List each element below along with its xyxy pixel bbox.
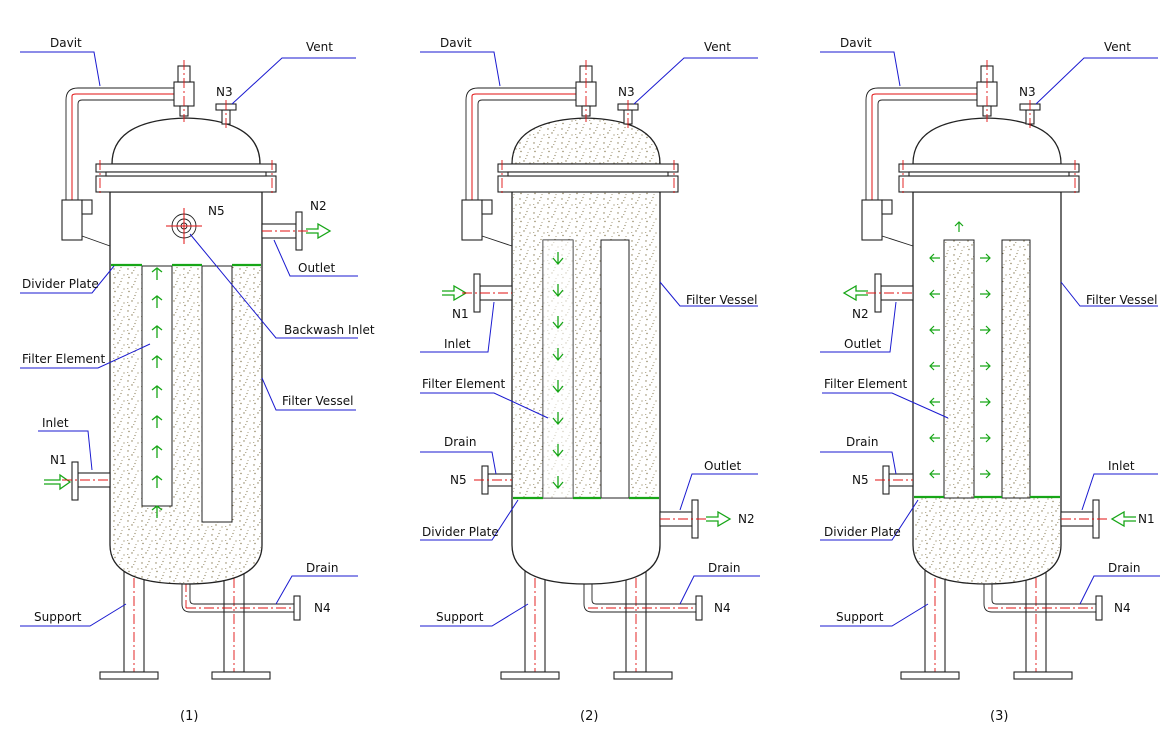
vent-n3 — [215, 100, 237, 128]
label-inlet: Inlet — [444, 337, 471, 351]
flow-arrows — [929, 221, 991, 479]
caption-panel-1: (1) — [180, 709, 198, 724]
label-support: Support — [436, 610, 484, 624]
label-outlet: Outlet — [844, 337, 881, 351]
label-n5: N5 — [208, 204, 225, 218]
label-n1: N1 — [1138, 512, 1155, 526]
inlet-nozzle-n1 — [1060, 499, 1108, 539]
outlet-nozzle-n2 — [261, 211, 310, 251]
panel-2: Davit Vent N3 Filter Vessel N1 Inlet Fil… — [420, 36, 760, 724]
drain-nozzle-n5 — [875, 465, 914, 495]
label-divider-plate: Divider Plate — [824, 525, 901, 539]
label-inlet: Inlet — [1108, 459, 1135, 473]
filter-media — [914, 498, 1060, 583]
leader-lines — [420, 51, 760, 627]
vent-n3 — [1019, 100, 1041, 128]
filter-media — [111, 266, 261, 583]
label-n1: N1 — [50, 453, 67, 467]
outlet-arrow — [306, 222, 332, 240]
drain-pipe-n4 — [583, 584, 703, 621]
outlet-arrow — [706, 510, 732, 528]
label-davit: Davit — [840, 36, 872, 50]
label-vent: Vent — [704, 40, 731, 54]
leader-lines — [820, 51, 1160, 627]
label-divider-plate: Divider Plate — [22, 277, 99, 291]
drain-nozzle-n5 — [474, 465, 513, 495]
label-drain: Drain — [1108, 561, 1140, 575]
label-n2: N2 — [738, 512, 755, 526]
label-davit: Davit — [50, 36, 82, 50]
panel-3: Davit Vent N3 Filter Vessel N2 Outlet Fi… — [820, 36, 1160, 724]
vessel-head — [912, 117, 1062, 165]
label-filter-element: Filter Element — [22, 352, 106, 366]
label-support: Support — [836, 610, 884, 624]
label-outlet: Outlet — [298, 261, 335, 275]
inlet-arrow — [1110, 510, 1136, 528]
label-n5: N5 — [852, 473, 869, 487]
label-n4: N4 — [1114, 601, 1131, 615]
label-n2: N2 — [310, 199, 327, 213]
label-divider-plate: Divider Plate — [422, 525, 499, 539]
caption-panel-2: (2) — [580, 709, 598, 724]
label-filter-vessel: Filter Vessel — [1086, 293, 1157, 307]
caption-panel-3: (3) — [990, 709, 1008, 724]
label-drain-n5: Drain — [444, 435, 476, 449]
label-vent: Vent — [306, 40, 333, 54]
support-legs — [900, 560, 1073, 680]
davit — [861, 60, 998, 247]
outlet-nozzle-n2 — [659, 499, 706, 539]
davit — [461, 60, 597, 247]
vent-n3 — [617, 100, 639, 128]
label-drain: Drain — [306, 561, 338, 575]
flow-arrows — [552, 252, 564, 490]
inlet-nozzle-n1 — [62, 461, 111, 501]
label-n3: N3 — [1019, 85, 1036, 99]
label-davit: Davit — [440, 36, 472, 50]
label-n3: N3 — [618, 85, 635, 99]
outlet-nozzle-n2 — [866, 273, 914, 313]
label-drain-n5: Drain — [846, 435, 878, 449]
label-n1: N1 — [452, 307, 469, 321]
label-n2: N2 — [852, 307, 869, 321]
flow-arrows — [151, 267, 163, 518]
label-n3: N3 — [216, 85, 233, 99]
davit — [61, 60, 195, 247]
label-outlet: Outlet — [704, 459, 741, 473]
backwash-inlet-n5 — [166, 208, 202, 244]
label-n5: N5 — [450, 473, 467, 487]
label-n4: N4 — [314, 601, 331, 615]
leader-lines — [20, 51, 358, 627]
drain-pipe-n4 — [983, 584, 1103, 621]
label-filter-vessel: Filter Vessel — [282, 394, 353, 408]
label-backwash-inlet: Backwash Inlet — [284, 323, 375, 337]
support-legs — [500, 560, 673, 680]
drain-pipe-n4 — [181, 582, 301, 621]
label-inlet: Inlet — [42, 416, 69, 430]
label-filter-vessel: Filter Vessel — [686, 293, 757, 307]
vessel-head — [111, 117, 261, 165]
label-filter-element: Filter Element — [824, 377, 908, 391]
inlet-nozzle-n1 — [462, 273, 513, 313]
panel-1: Davit Vent N3 N5 N2 Outlet Divider Plate… — [20, 36, 375, 724]
vessel-head — [511, 117, 661, 165]
label-filter-element: Filter Element — [422, 377, 506, 391]
label-drain: Drain — [708, 561, 740, 575]
outlet-arrow — [842, 284, 868, 302]
label-vent: Vent — [1104, 40, 1131, 54]
label-n4: N4 — [714, 601, 731, 615]
inlet-arrow — [44, 473, 72, 491]
support-legs — [99, 560, 271, 680]
label-support: Support — [34, 610, 82, 624]
